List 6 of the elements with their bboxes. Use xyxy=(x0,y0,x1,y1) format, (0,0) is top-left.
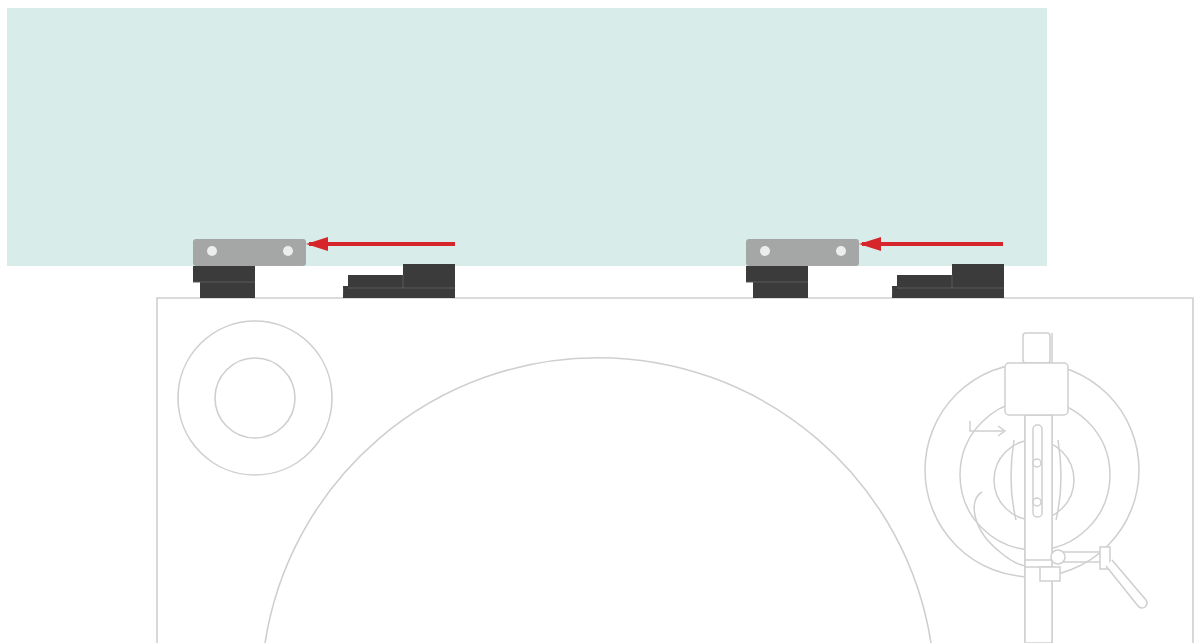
hinge-plate xyxy=(746,239,859,298)
arrow xyxy=(306,237,455,251)
hinge-receiver xyxy=(892,264,1004,298)
hinge-plate xyxy=(193,239,306,298)
arrow xyxy=(859,237,1003,251)
hinge-receiver xyxy=(343,264,455,298)
